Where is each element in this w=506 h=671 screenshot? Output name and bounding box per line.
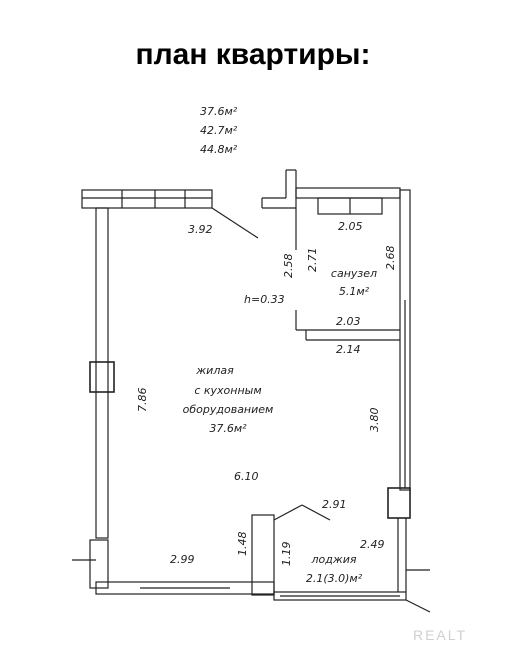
bathroom-label: санузел (331, 267, 377, 280)
dim-271: 2.71 (306, 248, 319, 273)
area-label-2: 42.7м² (200, 124, 238, 137)
left-wall (95, 207, 109, 539)
loggia-partition (251, 514, 275, 596)
loggia-wall (273, 591, 407, 601)
living-room-label-line1: жилая (195, 364, 234, 377)
dim-258: 2.58 (282, 254, 295, 279)
dim-786: 7.86 (136, 388, 149, 413)
area-label-1: 37.6м² (200, 105, 238, 118)
living-room-label-line3: оборудованием (183, 403, 274, 416)
loggia-area: 2.1(3.0)м² (306, 572, 363, 585)
dim-203: 2.03 (336, 315, 361, 328)
dim-214: 2.14 (336, 343, 361, 356)
living-room-label-line2: с кухонным (194, 384, 261, 397)
dim-205: 2.05 (338, 220, 363, 233)
bathroom-area: 5.1м² (339, 285, 370, 298)
bathroom-top-wall (295, 187, 401, 199)
dim-610: 6.10 (234, 470, 259, 483)
loggia-label: лоджия (310, 553, 356, 566)
watermark: REALT (413, 627, 467, 643)
plan-title: план квартиры: (135, 38, 371, 71)
ceiling-height: h=0.33 (244, 293, 285, 306)
area-label-3: 44.8м² (200, 143, 238, 156)
dim-291: 2.91 (322, 498, 347, 511)
dim-268: 2.68 (384, 246, 397, 271)
left-pillar (89, 361, 115, 393)
dim-299: 2.99 (170, 553, 195, 566)
top-window-strip (81, 189, 213, 209)
dim-380: 3.80 (368, 408, 381, 433)
dim-148: 1.48 (236, 532, 249, 557)
dim-119: 1.19 (280, 542, 293, 567)
dim-392: 3.92 (188, 223, 213, 236)
dim-249: 2.49 (360, 538, 385, 551)
living-room-area: 37.6м² (209, 422, 247, 435)
